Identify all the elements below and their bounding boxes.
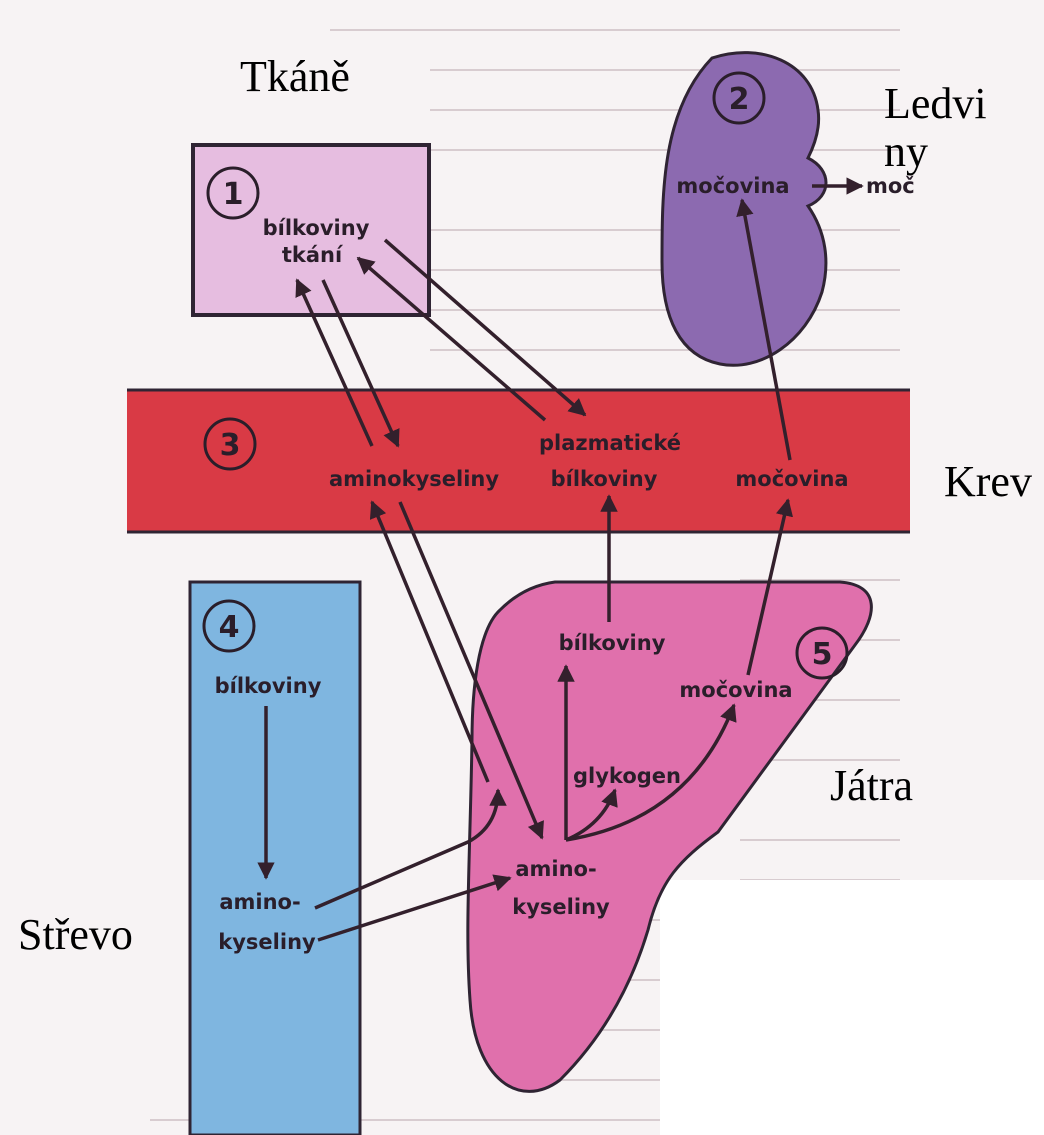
intestine-amino-label-2: kyseliny: [218, 930, 316, 954]
liver-amino-label-2: kyseliny: [512, 895, 610, 919]
intestine-proteins-label: bílkoviny: [215, 674, 322, 698]
liver-urea-label: močovina: [679, 678, 792, 702]
svg-text:5: 5: [812, 637, 833, 672]
liver-title: Játra: [830, 764, 913, 808]
blood-vessel-region: [127, 390, 910, 532]
tissue-proteins-label-1: bílkoviny: [263, 216, 370, 240]
kidneys-title-line-1: Ledvi: [884, 82, 987, 126]
svg-text:2: 2: [729, 82, 750, 117]
intestine-title: Střevo: [18, 913, 133, 957]
intestine-region: [190, 582, 360, 1135]
kidney-urea-label: močovina: [676, 174, 789, 198]
tissue-proteins-label-2: tkání: [282, 243, 344, 267]
svg-text:4: 4: [219, 610, 240, 645]
blood-amino-acids-label: aminokyseliny: [329, 467, 499, 491]
intestine-amino-label-1: amino-: [219, 890, 300, 914]
blood-title: Krev: [944, 460, 1032, 504]
blood-urea-label: močovina: [735, 467, 848, 491]
kidney-urine-label: moč: [866, 174, 915, 198]
liver-amino-label-1: amino-: [515, 857, 596, 881]
svg-text:3: 3: [220, 428, 241, 463]
tissues-title: Tkáně: [240, 55, 350, 99]
kidneys-title-line-2: ny: [884, 130, 928, 174]
svg-text:1: 1: [223, 177, 244, 212]
liver-glycogen-label: glykogen: [573, 764, 681, 788]
plasma-proteins-label-2: bílkoviny: [551, 467, 658, 491]
liver-proteins-label: bílkoviny: [559, 631, 666, 655]
plasma-proteins-label-1: plazmatické: [539, 431, 681, 455]
